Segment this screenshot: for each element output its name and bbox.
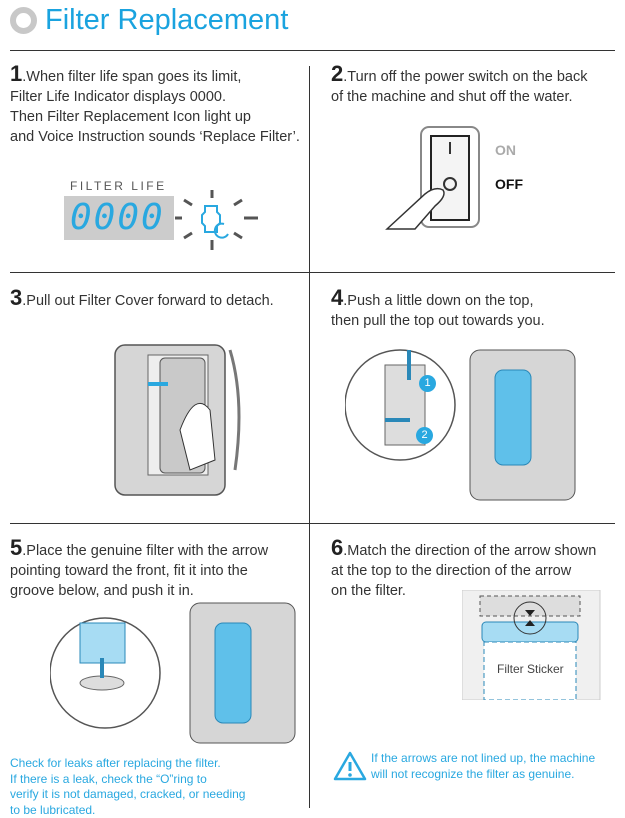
divider <box>10 50 615 51</box>
filter-life-label: FILTER LIFE <box>70 179 167 193</box>
divider <box>10 523 615 524</box>
filter-arrow-alignment-illustration <box>462 590 602 700</box>
step-4: 4.Push a little down on the top, then pu… <box>331 288 545 331</box>
filter-insert-illustration <box>50 598 300 748</box>
note-line: to be lubricated. <box>10 803 245 818</box>
step-text: Then Filter Replacement Icon light up <box>10 109 251 125</box>
warning-note: If the arrows are not lined up, the mach… <box>371 751 595 782</box>
step-number: 3 <box>10 285 22 310</box>
step-3: 3.Pull out Filter Cover forward to detac… <box>10 288 274 311</box>
step-number: 6 <box>331 535 343 560</box>
step-2: 2.Turn off the power switch on the back … <box>331 64 587 107</box>
step-text: Filter Life Indicator displays 0000. <box>10 89 226 105</box>
filter-replacement-icon <box>172 188 262 252</box>
step-text: on the filter. <box>331 583 406 599</box>
machine-filter-cover-illustration <box>110 340 250 510</box>
step-text: at the top to the direction of the arrow <box>331 563 571 579</box>
note-line: verify it is not damaged, cracked, or ne… <box>10 787 245 803</box>
callout-2: 2 <box>416 427 433 444</box>
step-number: 1 <box>10 61 22 86</box>
step-text: .Pull out Filter Cover forward to detach… <box>22 293 273 309</box>
note-line: If the arrows are not lined up, the mach… <box>371 751 595 767</box>
page-title: Filter Replacement <box>45 4 288 37</box>
step-text: then pull the top out towards you. <box>331 313 545 329</box>
divider <box>10 272 615 273</box>
switch-on-label: ON <box>495 142 516 158</box>
step-text: .When filter life span goes its limit, <box>22 69 241 85</box>
power-switch-illustration <box>385 124 495 234</box>
header: Filter Replacement <box>10 4 288 37</box>
note-line: If there is a leak, check the “O”ring to <box>10 772 245 788</box>
circle-ring-icon <box>10 7 37 34</box>
filter-pull-illustration <box>345 340 595 510</box>
step-text: groove below, and push it in. <box>10 583 194 599</box>
divider <box>309 66 310 808</box>
step-number: 5 <box>10 535 22 560</box>
step-text: pointing toward the front, fit it into t… <box>10 563 248 579</box>
warning-icon <box>333 751 367 781</box>
step-text: .Match the direction of the arrow shown <box>343 543 596 559</box>
filter-life-display: 0000 <box>64 196 174 240</box>
note-line: Check for leaks after replacing the filt… <box>10 756 245 772</box>
step-text: .Push a little down on the top, <box>343 293 533 309</box>
filter-sticker-label: Filter Sticker <box>497 662 564 676</box>
step-5: 5.Place the genuine filter with the arro… <box>10 538 268 601</box>
step-1: 1.When filter life span goes its limit, … <box>10 64 300 147</box>
step-text: .Turn off the power switch on the back <box>343 69 587 85</box>
step-number: 2 <box>331 61 343 86</box>
note-line: will not recognize the filter as genuine… <box>371 767 595 783</box>
switch-off-label: OFF <box>495 176 523 192</box>
step-text: .Place the genuine filter with the arrow <box>22 543 268 559</box>
leak-note: Check for leaks after replacing the filt… <box>10 756 245 818</box>
step-text: of the machine and shut off the water. <box>331 89 573 105</box>
callout-1: 1 <box>419 375 436 392</box>
step-number: 4 <box>331 285 343 310</box>
step-text: and Voice Instruction sounds ‘Replace Fi… <box>10 129 300 145</box>
